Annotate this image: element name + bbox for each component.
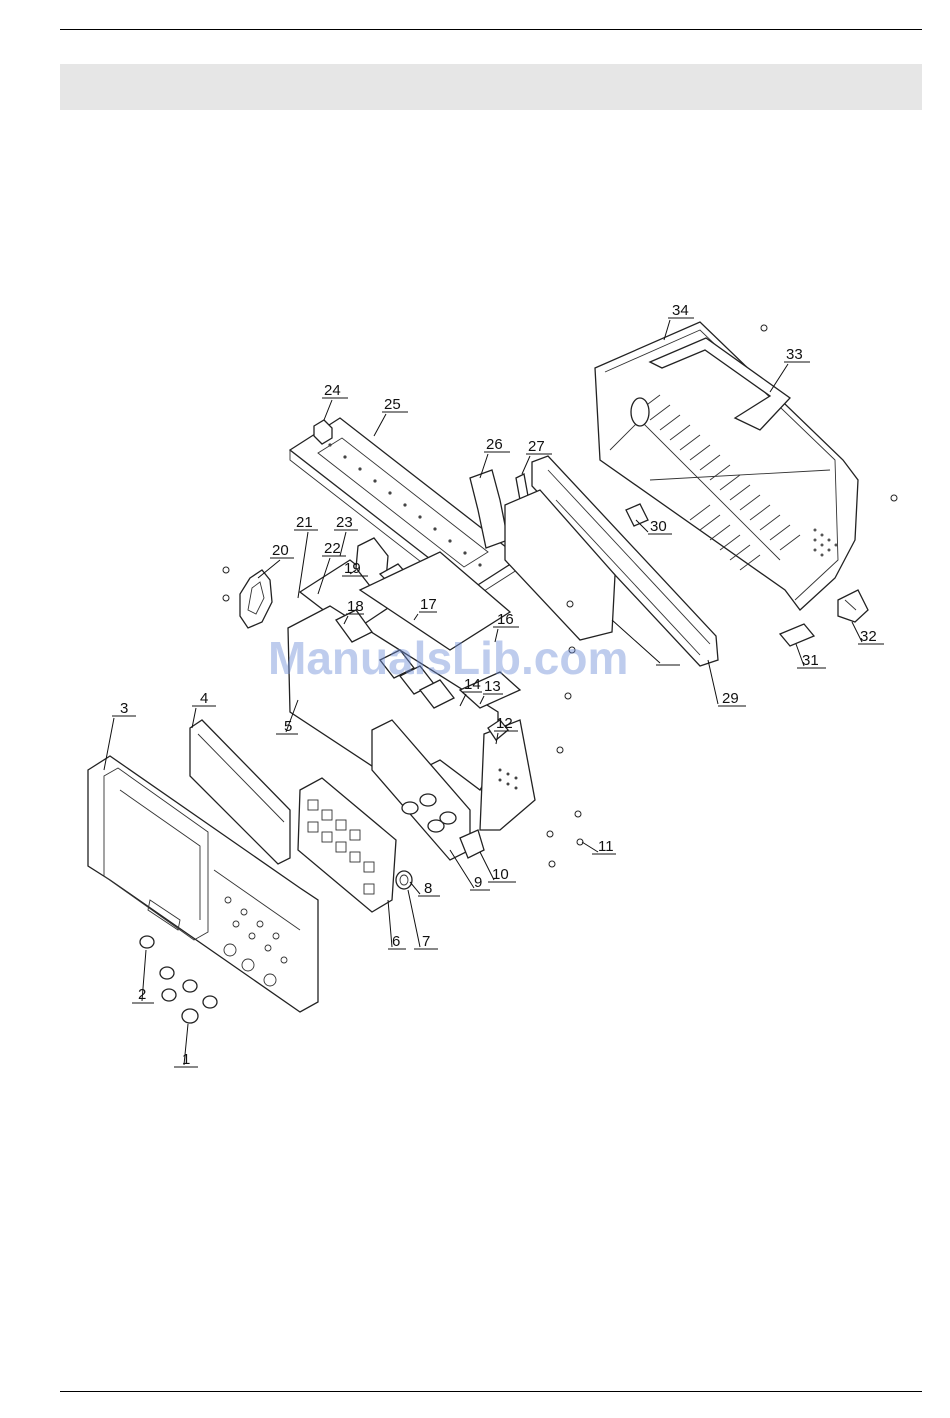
callout-34: 34	[672, 302, 689, 319]
callout-18: 18	[347, 598, 364, 615]
callout-25: 25	[384, 396, 401, 413]
gasket-ring	[240, 570, 272, 628]
footer-rule	[60, 1391, 922, 1392]
callout-9: 9	[474, 874, 482, 891]
keyboard-board	[298, 778, 412, 912]
watermark-text: ManualsLib.com	[268, 632, 628, 684]
callout-1: 1	[182, 1051, 190, 1068]
callout-8: 8	[424, 880, 432, 897]
callout-2: 2	[138, 986, 146, 1003]
callout-26: 26	[486, 436, 503, 453]
callout-31: 31	[802, 652, 819, 669]
knobs	[140, 936, 217, 1023]
callout-33: 33	[786, 346, 803, 363]
callout-20: 20	[272, 542, 289, 559]
callout-7: 7	[422, 933, 430, 950]
callout-12: 12	[496, 715, 513, 732]
callout-16: 16	[497, 611, 514, 628]
front-panel	[88, 756, 318, 1012]
callout-5: 5	[284, 718, 292, 735]
callout-14: 14	[464, 676, 481, 693]
callout-22: 22	[324, 540, 341, 557]
callout-19: 19	[344, 560, 361, 577]
callout-21: 21	[296, 514, 313, 531]
callout-29: 29	[722, 690, 739, 707]
callout-13: 13	[484, 678, 501, 695]
callout-30: 30	[650, 518, 667, 535]
callout-3: 3	[120, 700, 128, 717]
callout-17: 17	[420, 596, 437, 613]
callout-23: 23	[336, 514, 353, 531]
callout-24: 24	[324, 382, 341, 399]
callout-11: 11	[598, 838, 614, 855]
clip-part	[780, 624, 814, 646]
callout-10: 10	[492, 866, 509, 883]
callout-27: 27	[528, 438, 545, 455]
callout-32: 32	[860, 628, 877, 645]
rear-foot	[838, 590, 868, 622]
callout-4: 4	[200, 690, 208, 707]
callout-6: 6	[392, 933, 400, 950]
